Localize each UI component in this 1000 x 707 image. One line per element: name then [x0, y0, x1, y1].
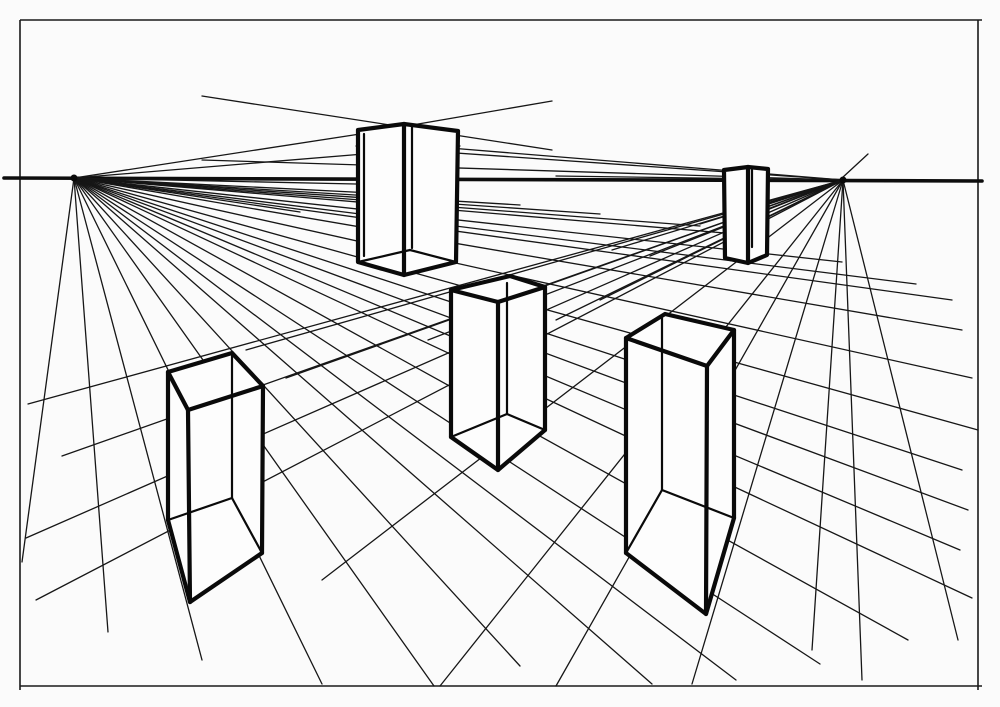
right-vanishing-point [839, 176, 847, 184]
guide-line [73, 177, 737, 681]
guide-line [811, 179, 844, 651]
guide-line [73, 177, 357, 185]
box-left-below-horizon [165, 350, 266, 605]
box-far-right-small [721, 164, 771, 266]
guide-line [555, 175, 844, 181]
guide-line [25, 179, 844, 539]
frame-lines [19, 19, 982, 690]
guide-line [691, 179, 844, 685]
left-vanishing-point [70, 174, 78, 182]
guide-line [599, 179, 844, 301]
guide-line [73, 177, 601, 215]
guide-line [449, 147, 844, 181]
horizon-line [2, 176, 984, 183]
guide-line [73, 177, 953, 301]
box-above-horizon [355, 121, 461, 278]
guide-line [73, 177, 203, 661]
box-right-below-horizon [623, 311, 737, 617]
guide-line [73, 177, 963, 331]
guide-line [73, 177, 653, 685]
guide-line [73, 177, 301, 213]
box-center-below-horizon [448, 273, 548, 473]
guide-line [73, 177, 917, 285]
guide-line [73, 133, 361, 179]
guide-line [21, 177, 75, 563]
guide-line [27, 179, 844, 405]
guide-line [73, 177, 521, 667]
guide-line [73, 177, 109, 633]
guide-lines-misc [201, 95, 869, 179]
guide-line [842, 179, 959, 641]
guide-line [842, 179, 863, 681]
